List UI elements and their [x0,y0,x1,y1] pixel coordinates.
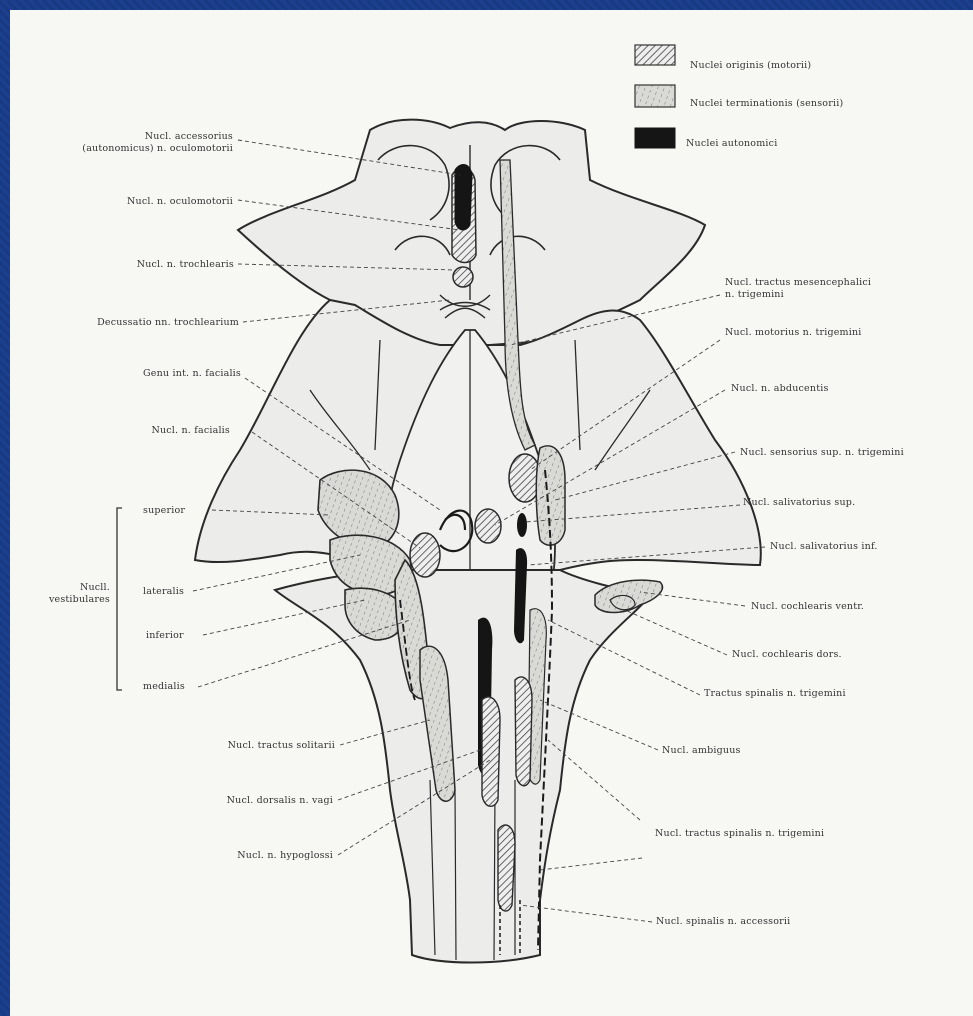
legend-autonomic-label: Nuclei autonomici [686,138,777,149]
label-mesencephalici-line2: n. trigemini [725,289,784,300]
label-spinalis-accessorii: Nucl. spinalis n. accessorii [656,916,790,927]
salivatory-sup-nucleus [517,513,527,537]
label-facialis: Nucl. n. facialis [151,425,230,436]
label-vestibular-inferior: inferior [146,630,184,641]
vestibular-bracket [117,508,122,690]
legend-sensory-label: Nuclei terminationis (sensorii) [690,98,843,109]
label-dorsalis-vagi: Nucl. dorsalis n. vagi [227,795,333,806]
label-vestibulares-line1: Nucll. [80,582,110,593]
legend [635,45,675,148]
legend-motor-swatch [635,45,675,65]
label-decussatio: Decussatio nn. trochlearium [97,317,239,328]
label-vestibulares-line2: vestibulares [49,594,110,605]
label-abducentis: Nucl. n. abducentis [731,383,829,394]
label-tractus-spinalis-nucl: Nucl. tractus spinalis n. trigemini [655,828,824,839]
label-vestibular-medialis: medialis [143,681,185,692]
label-tractus-spinalis: Tractus spinalis n. trigemini [704,688,846,699]
label-cochlearis-ventr: Nucl. cochlearis ventr. [751,601,864,612]
label-vestibular-lateralis: lateralis [143,586,184,597]
spinal-accessory-nucleus [498,825,515,911]
legend-autonomic-swatch [635,128,675,148]
label-cochlearis-dors: Nucl. cochlearis dors. [732,649,842,660]
facial-nucleus [410,533,440,577]
hypoglossal-nucleus [482,697,500,806]
legend-motor-label: Nuclei originis (motorii) [690,60,811,71]
label-trochlearis: Nucl. n. trochlearis [137,259,234,270]
label-motorius-trigemini: Nucl. motorius n. trigemini [725,327,862,338]
label-accessorius-line2: (autonomicus) n. oculomotorii [82,143,233,154]
label-oculomotorii: Nucl. n. oculomotorii [127,196,233,207]
label-vestibular-superior: superior [143,505,185,516]
label-sensorius-sup: Nucl. sensorius sup. n. trigemini [740,447,904,458]
label-genu-facialis: Genu int. n. facialis [143,368,241,379]
label-salivatorius-inf: Nucl. salivatorius inf. [770,541,878,552]
accessory-oculomotor-nucleus [455,165,472,230]
ambiguus-nucleus [515,677,532,786]
label-hypoglossi: Nucl. n. hypoglossi [237,850,333,861]
label-ambiguus: Nucl. ambiguus [662,745,741,756]
label-solitarii: Nucl. tractus solitarii [228,740,335,751]
medulla [275,570,650,963]
legend-sensory-swatch [635,85,675,107]
abducens-nucleus [475,509,501,543]
trochlear-nucleus [453,267,473,287]
label-accessorius-line1: Nucl. accessorius [145,131,233,142]
label-salivatorius-sup: Nucl. salivatorius sup. [743,497,855,508]
label-mesencephalici-line1: Nucl. tractus mesencephalici [725,277,871,288]
